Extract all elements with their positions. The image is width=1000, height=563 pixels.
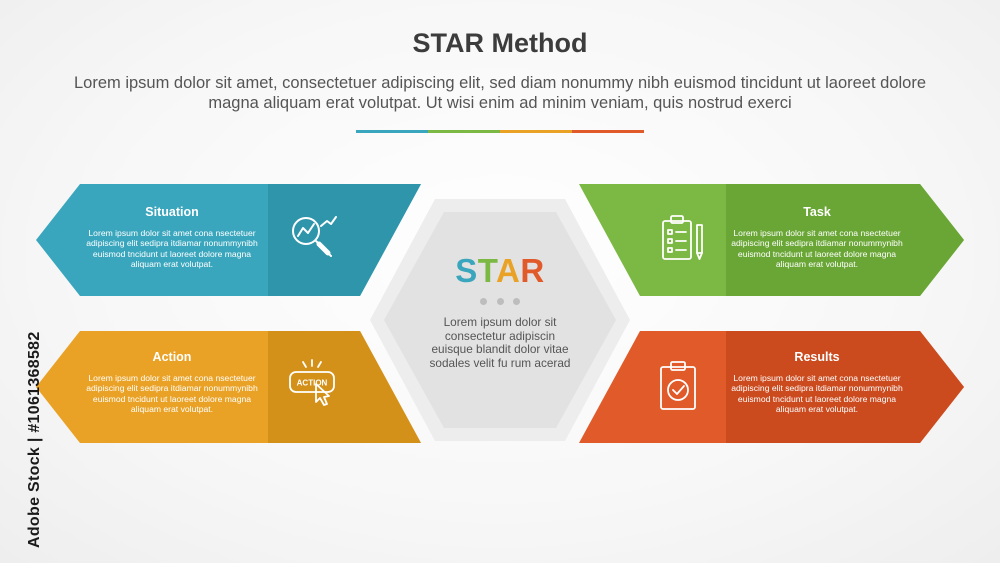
center-hexagon-inner [384,212,616,428]
divider-segment-green [428,130,500,133]
task-card [579,184,964,296]
action-text: Lorem ipsum dolor sit amet cona nsectetu… [86,373,258,415]
star-word: STAR [400,252,600,290]
situation-icon-panel [268,184,421,296]
results-icon-panel [726,331,964,443]
situation-card [36,184,421,296]
results-title: Results [794,350,840,364]
action-button-click-icon: ACTION [289,359,335,406]
task-title: Task [803,205,831,219]
dot [513,298,520,305]
star-letter-r: R [520,252,545,289]
results-text: Lorem ipsum dolor sit amet cona nsectetu… [731,373,903,415]
divider-segment-orange [500,130,572,133]
dot [496,298,504,305]
stock-watermark: Adobe Stock | #1061368582 [26,331,43,548]
results-card [579,331,964,443]
situation-title: Situation [145,205,199,219]
action-icon-label: ACTION [297,379,328,388]
star-letter-s: S [455,252,478,289]
analysis-magnifier-icon [292,216,337,257]
center-description: Lorem ipsum dolor sit consectetur adipis… [429,315,571,370]
star-letter-t: T [477,252,497,289]
ellipsis-dots [480,298,520,306]
task-text: Lorem ipsum dolor sit amet cona nsectetu… [731,228,903,270]
action-icon-panel [268,331,421,443]
color-divider [356,130,644,133]
page-subtitle: Lorem ipsum dolor sit amet, consectetuer… [73,74,927,112]
task-icon-panel [726,184,964,296]
clipboard-checklist-icon [662,215,703,260]
situation-text: Lorem ipsum dolor sit amet cona nsectetu… [86,228,258,270]
action-card: ACTION [36,331,421,443]
clipboard-check-icon [660,361,696,410]
action-title: Action [152,350,192,364]
page-title: STAR Method [412,28,588,58]
star-letter-a: A [496,252,521,289]
dot [480,298,487,305]
divider-segment-blue [356,130,428,133]
divider-segment-red [572,130,644,133]
